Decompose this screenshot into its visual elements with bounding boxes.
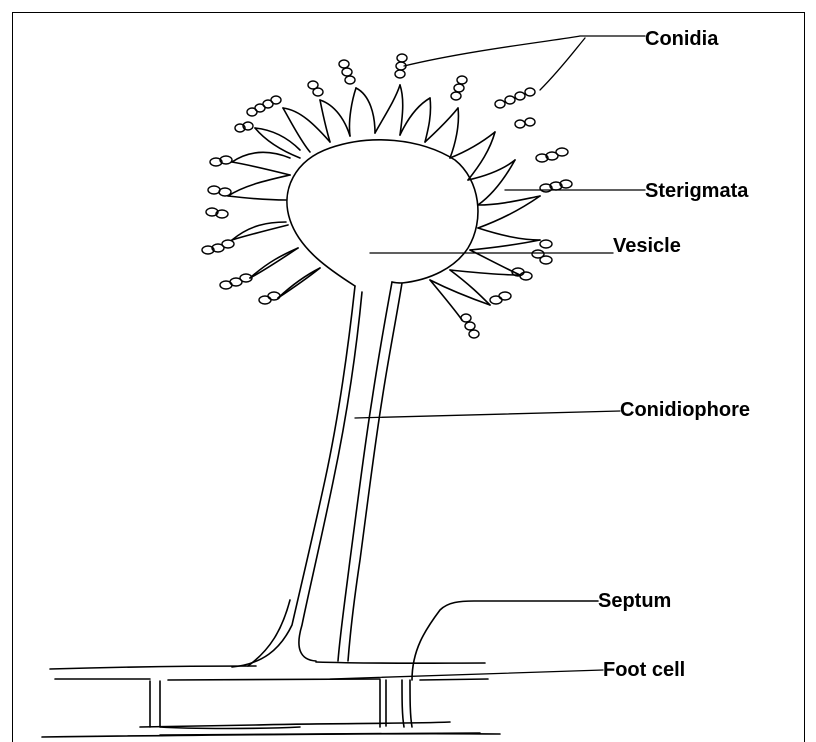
conidiophore bbox=[232, 282, 402, 667]
label-conidiophore: Conidiophore bbox=[620, 400, 750, 420]
vesicle bbox=[287, 140, 478, 286]
septum bbox=[150, 601, 598, 727]
label-septum: Septum bbox=[598, 591, 671, 611]
label-sterigmata: Sterigmata bbox=[645, 181, 748, 201]
label-conidia: Conidia bbox=[645, 29, 718, 49]
label-vesicle: Vesicle bbox=[613, 236, 681, 256]
conidia-chains bbox=[202, 54, 572, 338]
sterigmata bbox=[228, 85, 540, 320]
leader-lines bbox=[330, 36, 645, 679]
label-foot-cell: Foot cell bbox=[603, 660, 685, 680]
hypha bbox=[42, 662, 500, 737]
